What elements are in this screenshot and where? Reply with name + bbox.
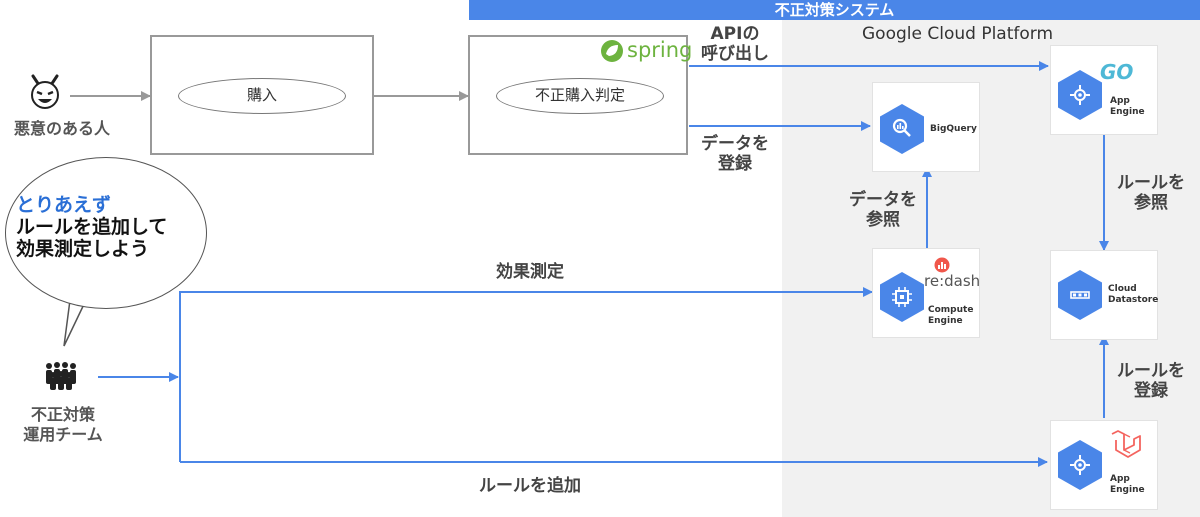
api-call-label: APIの呼び出し — [701, 24, 769, 64]
redash-icon — [934, 257, 950, 273]
bigquery-icon — [892, 118, 911, 137]
speech-bubble — [5, 157, 207, 309]
refer-data-label: データを参照 — [849, 190, 917, 230]
bigquery-label: BigQuery — [930, 124, 977, 134]
measure-label: 効果測定 — [496, 262, 564, 282]
laravel-icon — [1111, 430, 1141, 458]
appengine-laravel-icon — [1070, 455, 1090, 475]
system-title-bar: 不正対策システム — [469, 0, 1200, 20]
bubble-lines: ルールを追加して効果測定しよう — [16, 216, 168, 260]
bubble-tail — [63, 299, 87, 347]
ops-team-label: 不正対策運用チーム — [23, 405, 103, 444]
spring-logo: spring — [627, 38, 693, 62]
add-rule-label: ルールを追加 — [479, 476, 581, 496]
register-rule-label: ルールを登録 — [1117, 361, 1185, 401]
go-logo: GO — [1100, 60, 1134, 84]
devil-icon — [31, 74, 59, 109]
refer-rule-label: ルールを参照 — [1117, 173, 1185, 213]
redash-logo: re:dash — [924, 272, 981, 290]
register-data-label: データを登録 — [701, 134, 769, 174]
malicious-user-label: 悪意のある人 — [13, 119, 110, 138]
appengine-go-icon — [1070, 85, 1090, 105]
datastore-icon — [1070, 291, 1090, 299]
arrow-measure — [179, 287, 873, 462]
spring-leaf-icon — [601, 40, 623, 62]
gcp-title: Google Cloud Platform — [862, 24, 1054, 44]
team-icon — [46, 362, 76, 390]
purchase-ellipse: 購入 — [178, 78, 346, 114]
compute-chip-icon — [892, 287, 912, 307]
bubble-line-1: とりあえず — [16, 194, 112, 216]
fraud-check-ellipse: 不正購入判定 — [496, 78, 664, 114]
